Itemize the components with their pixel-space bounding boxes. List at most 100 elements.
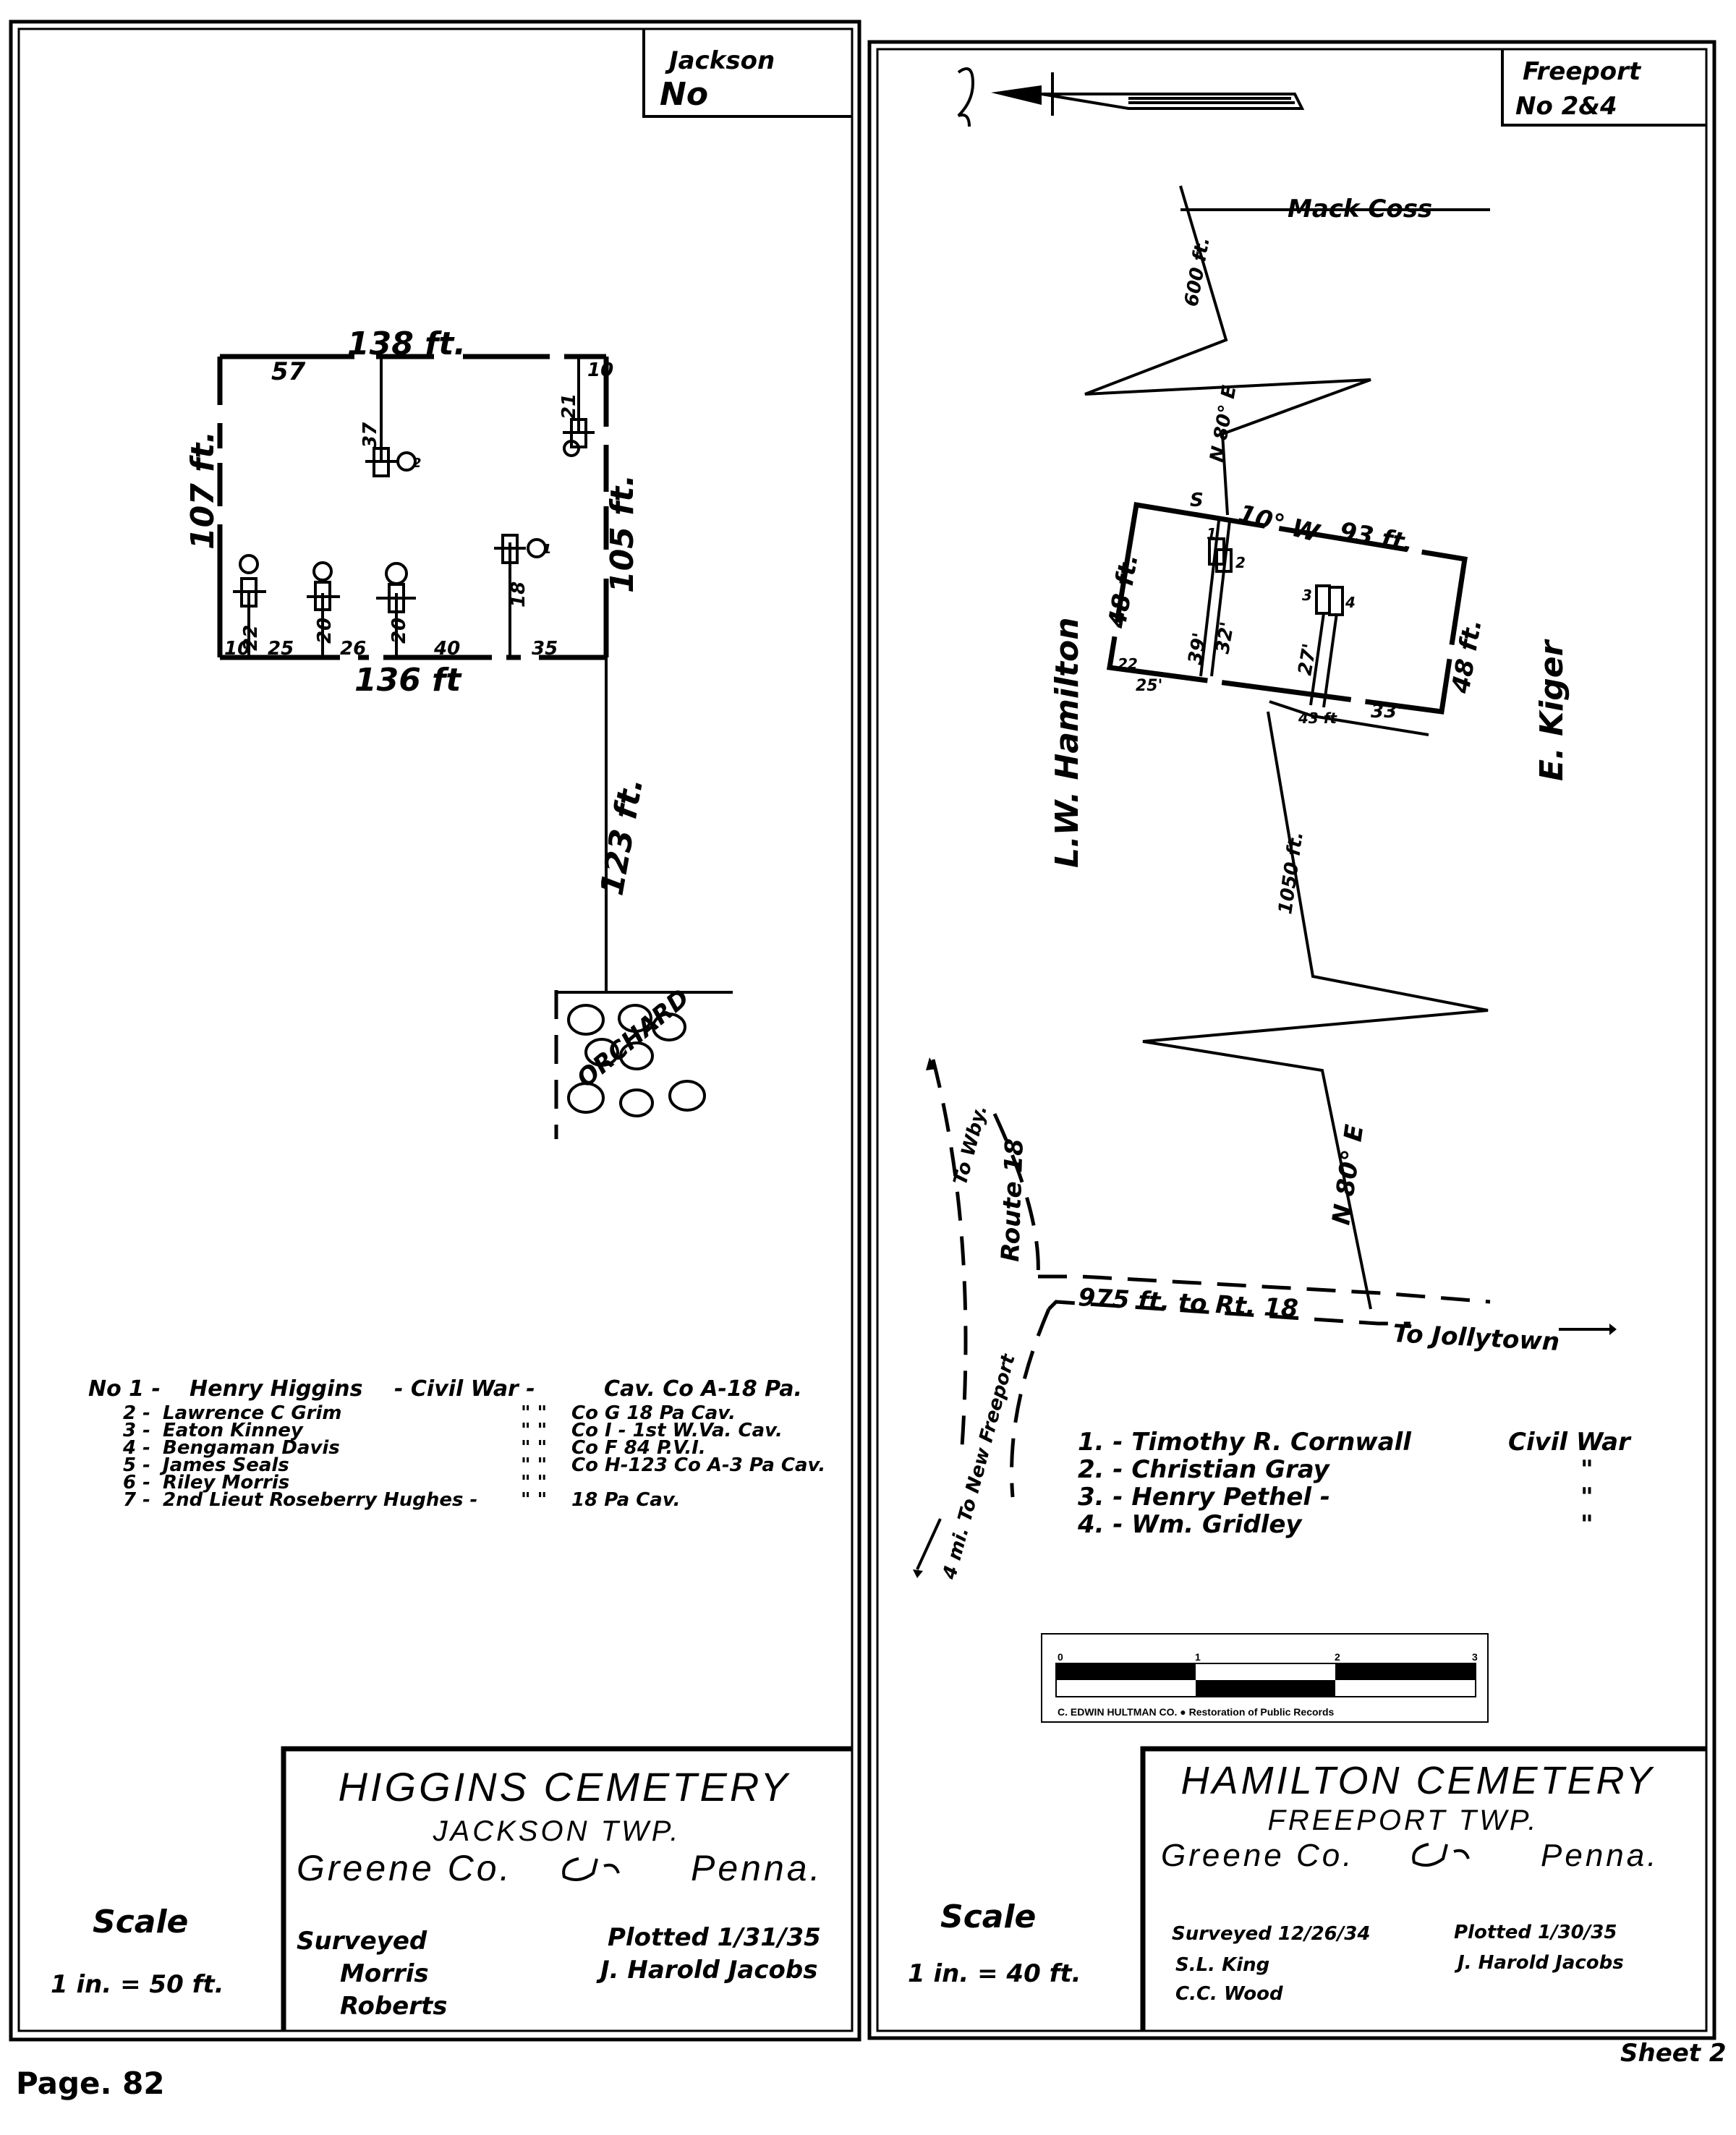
legend-war: " " bbox=[521, 1454, 547, 1476]
legend-number: 4 - bbox=[122, 1437, 150, 1459]
township-name: FREEPORT TWP. bbox=[1267, 1804, 1539, 1836]
township-box-jackson: Jackson No bbox=[642, 29, 852, 118]
route-18-west-edge bbox=[931, 1059, 968, 1447]
grave-marker bbox=[307, 561, 340, 611]
county-name: Greene Co. bbox=[1161, 1838, 1354, 1873]
legend-row: 3. - Henry Pethel -" bbox=[1078, 1483, 1594, 1512]
corner-label: 10 bbox=[587, 359, 613, 381]
grave-marker bbox=[233, 554, 266, 608]
seal-icon bbox=[562, 1857, 620, 1881]
legend-unit: Co H-123 Co A-3 Pa Cav. bbox=[571, 1454, 825, 1476]
legend-row: 6 -Riley Morris" " bbox=[123, 1472, 547, 1493]
legend-row: 4. - Wm. Gridley" bbox=[1077, 1510, 1594, 1539]
plotter-name: J. Harold Jacobs bbox=[1454, 1952, 1624, 1974]
offset-label: 21 bbox=[558, 393, 580, 419]
lower-approach-line bbox=[1142, 711, 1489, 1310]
legend-name: 3. - Henry Pethel - bbox=[1078, 1483, 1330, 1512]
scale-credit: C. EDWIN HULTMAN CO. ● Restoration of Pu… bbox=[1058, 1706, 1335, 1718]
state-name: Penna. bbox=[1541, 1838, 1659, 1873]
orchard: ORCHARD bbox=[554, 984, 733, 1139]
legend-name: Lawrence C Grim bbox=[163, 1402, 342, 1424]
title-block-hamilton: HAMILTON CEMETERY FREEPORT TWP. Greene C… bbox=[1140, 1746, 1706, 2031]
cemetery-name: HAMILTON CEMETERY bbox=[1180, 1759, 1654, 1802]
right-outer-border bbox=[867, 40, 1716, 2040]
right-inner-border bbox=[876, 48, 1708, 2032]
top-dimension: 138 ft. bbox=[347, 325, 466, 362]
township-name: JACKSON TWP. bbox=[433, 1815, 681, 1847]
surveyed-date: Surveyed 12/26/34 bbox=[1172, 1923, 1370, 1945]
grave-number: 4 bbox=[1345, 594, 1356, 611]
county-name: Greene Co. bbox=[297, 1848, 512, 1888]
offset-label: 20 bbox=[314, 618, 336, 644]
left-legend: No 1 -Henry Higgins- Civil War -Cav. Co … bbox=[88, 1376, 825, 1511]
segment-label: 35 bbox=[532, 638, 558, 660]
lower-distance: 1050 ft. bbox=[1275, 830, 1308, 916]
grave-marker bbox=[563, 418, 595, 457]
to-jollytown-label: To Jollytown bbox=[1392, 1319, 1560, 1357]
legend-unit: Co G 18 Pa Cav. bbox=[571, 1402, 736, 1424]
township-number: No bbox=[660, 76, 708, 113]
legend-row: 3 -Eaton Kinney" "Co I - 1st W.Va. Cav. bbox=[123, 1420, 783, 1441]
legend-name: 2nd Lieut Roseberry Hughes - bbox=[163, 1489, 477, 1511]
segment-label: 25' bbox=[1136, 677, 1162, 695]
grave-number: 1 bbox=[1207, 525, 1217, 542]
legend-war: " " bbox=[521, 1489, 547, 1511]
scale-bar: 0 1 2 3 C. EDWIN HULTMAN CO. ● Restorati… bbox=[1041, 1633, 1489, 1723]
upper-distance: 600 ft. bbox=[1180, 236, 1214, 309]
scale-label: Scale bbox=[93, 1904, 188, 1940]
surveyor-name: Morris bbox=[340, 1959, 429, 1988]
plotted-date: Plotted 1/30/35 bbox=[1454, 1922, 1617, 1943]
scale-label: Scale bbox=[940, 1899, 1036, 1935]
legend-number: 7 - bbox=[123, 1489, 150, 1511]
plotter-name: J. Harold Jacobs bbox=[596, 1956, 817, 1985]
legend-war: " " bbox=[521, 1402, 547, 1424]
route-label: Route 18 bbox=[996, 1138, 1029, 1263]
legend-row: 4 -Bengaman Davis" "Co F 84 P.V.I. bbox=[122, 1437, 706, 1459]
page-label: Page. 82 bbox=[16, 2066, 165, 2101]
legend-war: - Civil War - bbox=[394, 1376, 535, 1402]
title-block-higgins: HIGGINS CEMETERY JACKSON TWP. Greene Co.… bbox=[281, 1746, 852, 2031]
seal-icon bbox=[1412, 1843, 1470, 1867]
to-wby-label: To Wby. bbox=[950, 1103, 992, 1188]
plotted-date: Plotted 1/31/35 bbox=[608, 1923, 821, 1952]
grave-marker bbox=[494, 534, 547, 564]
lower-bearing: N 80° E bbox=[1327, 1122, 1369, 1227]
grave-marker bbox=[1315, 584, 1331, 615]
legend-number: 5 - bbox=[123, 1454, 150, 1476]
route-18-east-edge bbox=[992, 1112, 1051, 1498]
grave-marker bbox=[376, 562, 416, 613]
grave-marker bbox=[1328, 586, 1344, 616]
left-outer-border bbox=[9, 20, 861, 2042]
legend-name: Bengaman Davis bbox=[163, 1437, 340, 1459]
upper-approach-line bbox=[1084, 185, 1371, 516]
township-name: Jackson bbox=[665, 46, 775, 75]
legend-unit: Cav. Co A-18 Pa. bbox=[604, 1376, 802, 1402]
grave-marker bbox=[1215, 548, 1233, 573]
upper-bearing: N 80° E bbox=[1206, 384, 1241, 464]
surveyed-label: Surveyed bbox=[297, 1927, 427, 1956]
offset-label: 18 bbox=[508, 581, 529, 608]
segment-label: 25 bbox=[268, 638, 294, 660]
right-dimension: 105 ft. bbox=[604, 474, 641, 593]
surveyor-name: S.L. King bbox=[1175, 1954, 1269, 1976]
legend-war: " " bbox=[521, 1472, 547, 1493]
offset-label: 37 bbox=[359, 422, 381, 448]
scale-tick: 0 bbox=[1058, 1651, 1063, 1663]
segment-label: 40 bbox=[433, 638, 460, 660]
legend-name: 2. - Christian Gray bbox=[1078, 1455, 1331, 1484]
legend-unit: Co I - 1st W.Va. Cav. bbox=[571, 1420, 783, 1441]
road-jollytown-south-edge bbox=[1047, 1300, 1410, 1326]
grave-number: 2 bbox=[412, 456, 422, 471]
offset-label: 32' bbox=[1212, 621, 1238, 656]
north-arrow-icon bbox=[957, 67, 1305, 127]
township-box-freeport: Freeport No 2&4 bbox=[1501, 49, 1706, 127]
state-name: Penna. bbox=[691, 1848, 822, 1888]
offset-label: 39' bbox=[1184, 631, 1211, 667]
offset-label: 27' bbox=[1294, 642, 1321, 678]
owner-north: Mack Coss bbox=[1288, 195, 1432, 223]
legend-row: 2 -Lawrence C Grim" "Co G 18 Pa Cav. bbox=[123, 1402, 736, 1424]
segment-label: 33' bbox=[1371, 701, 1403, 723]
segment-label: 43 ft bbox=[1298, 709, 1337, 727]
